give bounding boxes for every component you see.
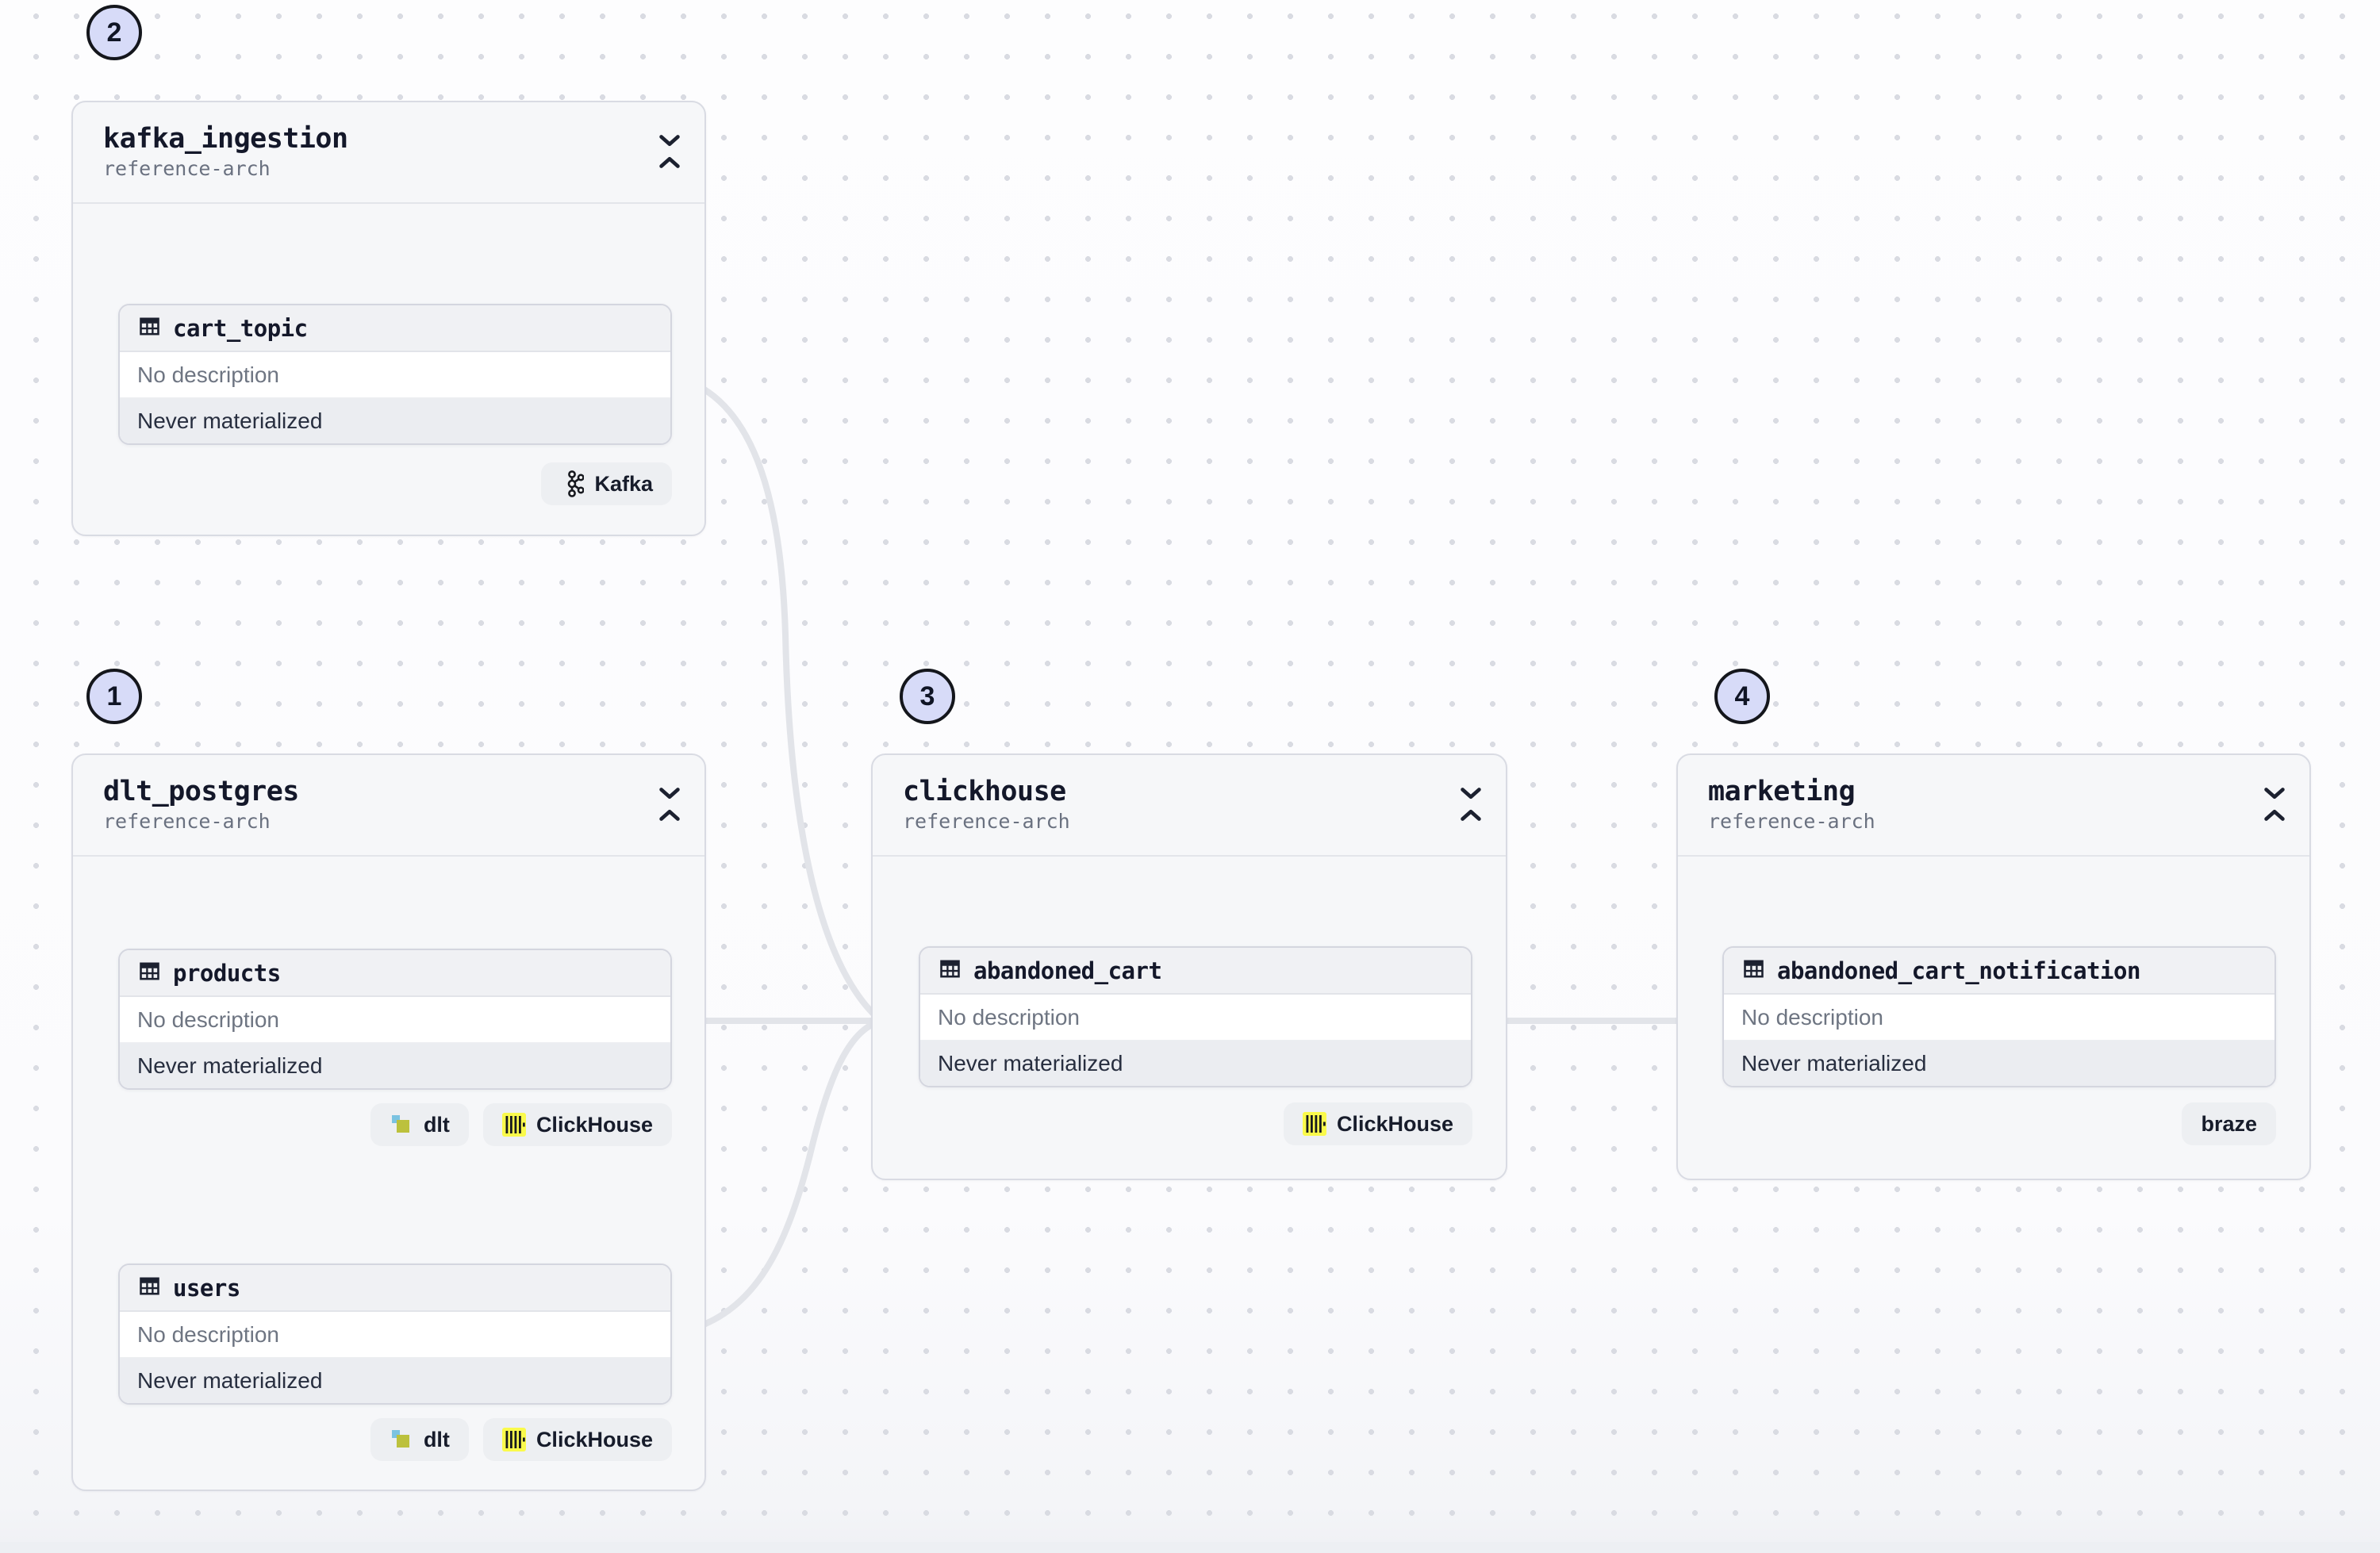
- collapse-icon: [658, 135, 681, 171]
- braze-badge[interactable]: braze: [2182, 1102, 2276, 1145]
- step-marker-2: 2: [86, 5, 142, 60]
- step-marker-label: 2: [106, 17, 122, 48]
- asset-description: No description: [120, 352, 670, 399]
- step-marker-label: 1: [106, 681, 122, 711]
- step-marker-1: 1: [86, 669, 142, 724]
- bottom-edge-strip: [0, 1542, 2380, 1553]
- clickhouse-badge[interactable]: ClickHouse: [1283, 1102, 1472, 1145]
- asset-header: products: [120, 950, 670, 997]
- badge-label: ClickHouse: [536, 1427, 653, 1451]
- asset-description: No description: [120, 1312, 670, 1359]
- badge-label: Kafka: [594, 471, 653, 496]
- table-icon: [137, 959, 162, 987]
- group-header-dlt-postgres: dlt_postgres reference-arch: [73, 755, 704, 857]
- asset-status: Never materialized: [920, 1041, 1471, 1086]
- group-subtitle: reference-arch: [903, 810, 1070, 833]
- asset-header: users: [120, 1265, 670, 1312]
- asset-node-users[interactable]: users No description Never materialized: [118, 1263, 672, 1405]
- asset-name: cart_topic: [173, 314, 308, 342]
- group-header-clickhouse: clickhouse reference-arch: [873, 755, 1506, 857]
- asset-node-abandoned-cart-notification[interactable]: abandoned_cart_notification No descripti…: [1722, 946, 2276, 1087]
- badge-row-cart-topic: Kafka: [118, 462, 672, 505]
- asset-node-products[interactable]: products No description Never materializ…: [118, 949, 672, 1090]
- table-icon: [938, 957, 962, 985]
- asset-header: cart_topic: [120, 305, 670, 352]
- asset-status: Never materialized: [120, 1359, 670, 1403]
- badge-label: ClickHouse: [1336, 1111, 1453, 1136]
- table-icon: [137, 1274, 162, 1302]
- asset-name: users: [173, 1274, 240, 1302]
- asset-header: abandoned_cart: [920, 948, 1471, 995]
- dlt-icon: [390, 1428, 413, 1451]
- group-title: marketing: [1708, 776, 1856, 807]
- badge-row-abandoned-cart: ClickHouse: [919, 1102, 1472, 1145]
- asset-description: No description: [1724, 995, 2274, 1041]
- asset-node-abandoned-cart[interactable]: abandoned_cart No description Never mate…: [919, 946, 1472, 1087]
- asset-name: abandoned_cart: [973, 957, 1162, 984]
- collapse-group-button[interactable]: [658, 787, 681, 822]
- asset-description: No description: [120, 997, 670, 1044]
- group-subtitle: reference-arch: [103, 157, 271, 180]
- clickhouse-icon: [501, 1113, 526, 1137]
- asset-header: abandoned_cart_notification: [1724, 948, 2274, 995]
- asset-status: Never materialized: [120, 1044, 670, 1088]
- group-subtitle: reference-arch: [1708, 810, 1875, 833]
- collapse-icon: [1460, 788, 1482, 824]
- collapse-icon: [2263, 788, 2286, 824]
- badge-label: dlt: [423, 1427, 450, 1451]
- asset-name: abandoned_cart_notification: [1777, 957, 2140, 984]
- table-icon: [1741, 957, 1766, 985]
- table-icon: [137, 314, 162, 343]
- badge-label: dlt: [423, 1112, 450, 1137]
- clickhouse-icon: [1302, 1112, 1326, 1136]
- dlt-badge[interactable]: dlt: [370, 1103, 469, 1146]
- collapse-group-button[interactable]: [1460, 787, 1482, 822]
- asset-name: products: [173, 959, 281, 987]
- collapse-group-button[interactable]: [658, 134, 681, 169]
- group-title: clickhouse: [903, 776, 1066, 807]
- step-marker-4: 4: [1714, 669, 1770, 724]
- dlt-icon: [390, 1113, 413, 1137]
- step-marker-label: 3: [919, 681, 935, 711]
- step-marker-3: 3: [900, 669, 955, 724]
- clickhouse-badge[interactable]: ClickHouse: [482, 1418, 672, 1461]
- kafka-icon: [560, 470, 585, 497]
- badge-label: ClickHouse: [536, 1112, 653, 1137]
- group-header-marketing: marketing reference-arch: [1678, 755, 2309, 857]
- badge-row-users: dlt ClickHouse: [118, 1418, 672, 1461]
- group-subtitle: reference-arch: [103, 810, 271, 833]
- badge-row-products: dlt ClickHouse: [118, 1103, 672, 1146]
- badge-row-abandoned-cart-notification: braze: [1722, 1102, 2276, 1145]
- asset-node-cart-topic[interactable]: cart_topic No description Never material…: [118, 304, 672, 445]
- badge-label: braze: [2201, 1111, 2257, 1136]
- step-marker-label: 4: [1734, 681, 1750, 711]
- clickhouse-icon: [501, 1428, 526, 1451]
- clickhouse-badge[interactable]: ClickHouse: [482, 1103, 672, 1146]
- kafka-badge[interactable]: Kafka: [541, 462, 672, 505]
- collapse-group-button[interactable]: [2263, 787, 2286, 822]
- group-title: dlt_postgres: [103, 776, 299, 807]
- group-title: kafka_ingestion: [103, 123, 348, 155]
- collapse-icon: [658, 788, 681, 824]
- group-header-kafka-ingestion: kafka_ingestion reference-arch: [73, 102, 704, 204]
- asset-status: Never materialized: [120, 399, 670, 443]
- asset-status: Never materialized: [1724, 1041, 2274, 1086]
- dlt-badge[interactable]: dlt: [370, 1418, 469, 1461]
- asset-description: No description: [920, 995, 1471, 1041]
